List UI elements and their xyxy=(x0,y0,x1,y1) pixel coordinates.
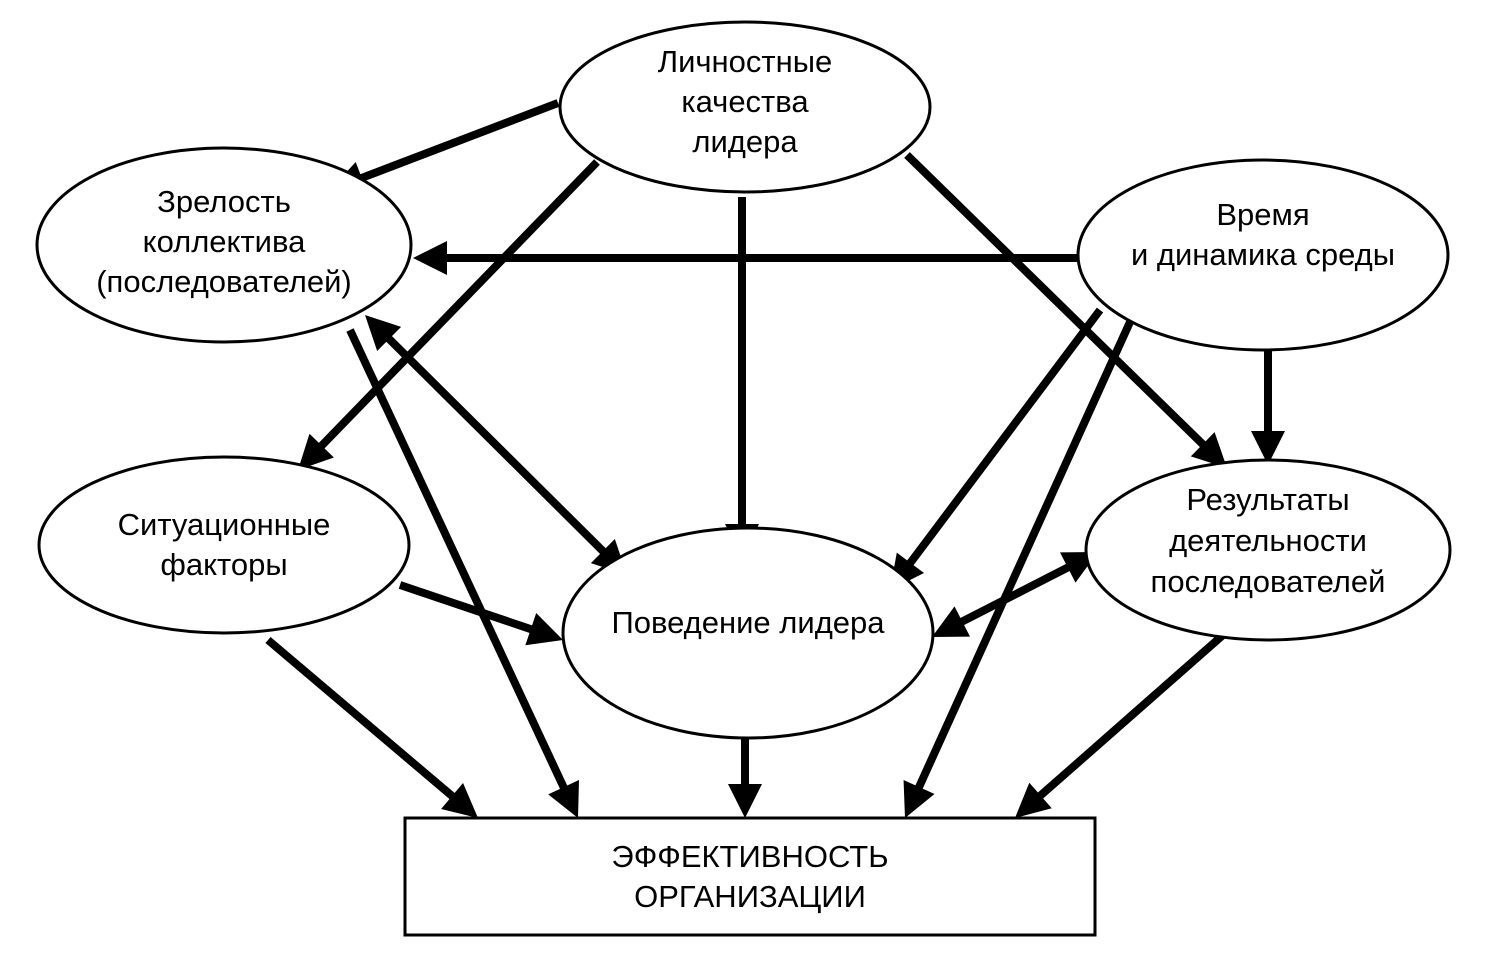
arrow-shaft xyxy=(956,562,1074,627)
node-situational-factors-line-2: факторы xyxy=(160,547,287,582)
arrow-leader-behavior-to-org-effectiveness xyxy=(728,738,762,818)
node-leader-behavior-line-1: Поведение лидера xyxy=(611,605,885,640)
arrow-shaft xyxy=(383,333,609,557)
arrow-shaft xyxy=(265,636,458,802)
node-leader-qualities: Личностные качества лидера xyxy=(558,20,932,194)
node-situational-factors-line-1: Ситуационные xyxy=(118,507,331,542)
arrow-head xyxy=(525,613,563,646)
arrow-head xyxy=(728,784,762,818)
arrow-head xyxy=(548,780,580,818)
arrow-situational-factors-to-leader-behavior xyxy=(398,581,563,646)
arrow-shaft xyxy=(356,99,560,184)
arrow-shaft xyxy=(398,581,536,635)
node-team-maturity-line-2: коллектива xyxy=(143,224,306,259)
node-org-effectiveness-line-2: ОРГАНИЗАЦИИ xyxy=(634,879,866,914)
edges-layer xyxy=(265,99,1285,818)
node-time-dynamics: Время и динамика среды xyxy=(1076,158,1450,352)
arrow-head xyxy=(1190,432,1227,468)
arrow-shaft xyxy=(904,307,1104,569)
arrow-time-dynamics-to-org-effectiveness xyxy=(903,320,1134,818)
arrow-head xyxy=(1251,431,1285,465)
arrow-shaft xyxy=(904,152,1209,450)
arrow-head xyxy=(903,780,935,818)
arrow-shaft xyxy=(316,159,600,452)
node-leader-qualities-line-2: качества xyxy=(681,84,809,119)
node-team-maturity: Зрелость коллектива (последователей) xyxy=(35,146,413,344)
node-follower-results-line-2: деятельности xyxy=(1169,523,1367,558)
arrow-head xyxy=(1015,782,1052,818)
arrow-follower-results-to-org-effectiveness xyxy=(1015,631,1226,818)
node-org-effectiveness-line-1: ЭФФЕКТИВНОСТЬ xyxy=(611,839,888,874)
arrow-head xyxy=(413,241,447,275)
node-situational-factors: Ситуационные факторы xyxy=(37,455,411,635)
arrow-head xyxy=(441,783,478,818)
arrow-shaft xyxy=(913,320,1134,793)
arrow-shaft xyxy=(346,328,569,793)
node-team-maturity-line-1: Зрелость xyxy=(157,184,291,219)
node-follower-results-line-1: Результаты xyxy=(1186,482,1349,517)
arrow-head xyxy=(932,606,971,637)
arrow-situational-factors-to-org-effectiveness xyxy=(265,636,478,818)
arrow-time-dynamics-to-team-maturity xyxy=(413,241,1080,275)
node-leader-qualities-line-1: Личностные xyxy=(658,44,833,79)
node-leader-behavior: Поведение лидера xyxy=(561,526,935,740)
node-team-maturity-line-3: (последователей) xyxy=(96,264,352,299)
node-time-dynamics-line-1: Время xyxy=(1216,197,1309,232)
node-follower-results: Результаты деятельности последователей xyxy=(1084,458,1452,642)
node-org-effectiveness: ЭФФЕКТИВНОСТЬ ОРГАНИЗАЦИИ xyxy=(403,816,1097,937)
arrow-leader-qualities-to-leader-behavior xyxy=(725,197,759,558)
arrow-leader-behavior-to-follower-results xyxy=(932,552,1098,637)
arrow-leader-qualities-to-situational-factors xyxy=(298,159,600,470)
arrow-team-maturity-to-org-effectiveness xyxy=(346,328,580,818)
arrow-leader-qualities-to-follower-results xyxy=(904,152,1227,468)
arrow-head xyxy=(365,315,402,352)
node-time-dynamics-line-2: и динамика среды xyxy=(1131,237,1395,272)
arrow-time-dynamics-to-follower-results xyxy=(1251,347,1285,465)
arrow-head xyxy=(298,433,334,470)
arrow-shaft xyxy=(1034,631,1226,802)
node-follower-results-line-3: последователей xyxy=(1151,564,1386,599)
node-leader-qualities-line-3: лидера xyxy=(692,124,798,159)
